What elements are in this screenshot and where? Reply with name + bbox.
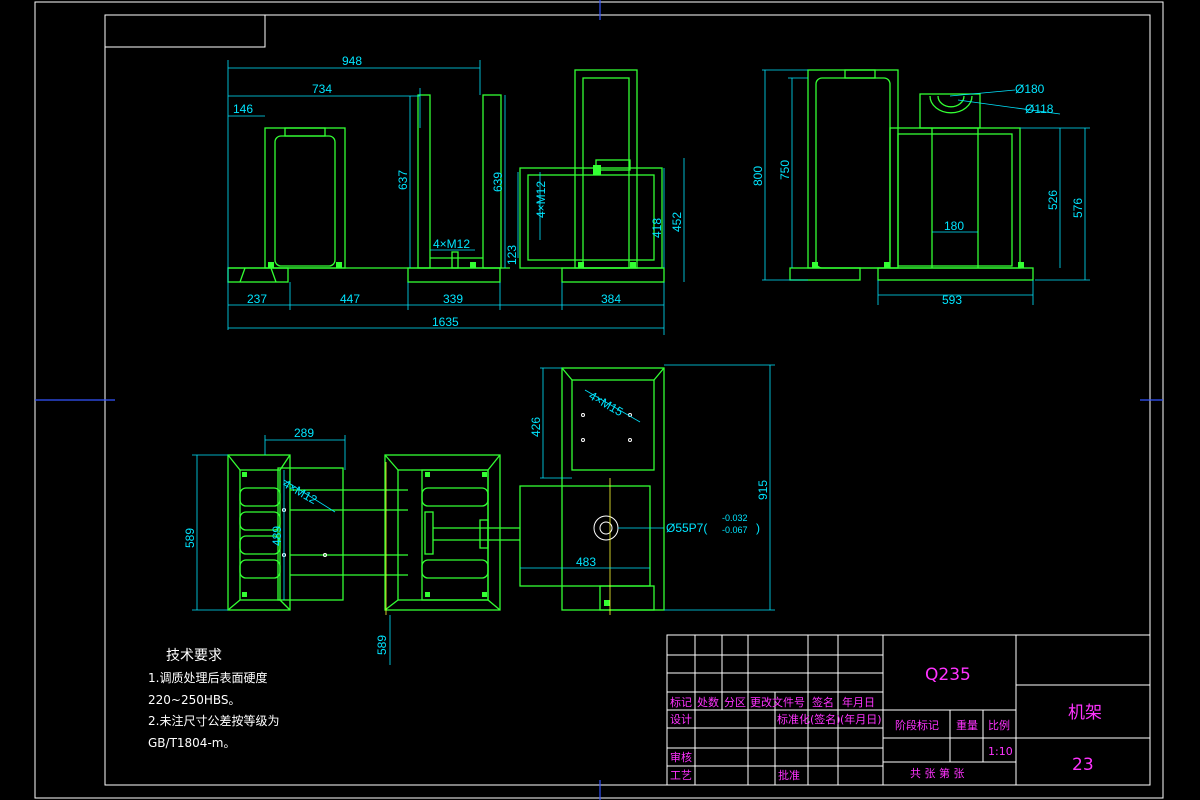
design-label: 设计: [670, 713, 692, 726]
dim-589-left: 589: [183, 528, 197, 548]
dim-4xm12-top: 4×M12: [281, 476, 320, 507]
dim-123: 123: [505, 245, 519, 265]
dim-447: 447: [340, 292, 360, 306]
review-label: 审核: [670, 750, 692, 764]
dim-dia-180: Ø180: [1015, 82, 1045, 96]
side-view: Ø180 Ø118 800 750 526 576 180 593: [751, 69, 1090, 307]
dim-750: 750: [778, 160, 792, 180]
dim-948: 948: [342, 54, 362, 68]
dim-tol-close: ): [756, 521, 760, 535]
hdr-zone: 分区: [724, 696, 746, 709]
dim-289: 289: [294, 426, 314, 440]
dim-589-bottom: 589: [375, 635, 389, 655]
standardize-label: 标准化: [777, 712, 810, 726]
dim-339: 339: [443, 292, 463, 306]
dim-384: 384: [601, 292, 621, 306]
dim-418: 418: [650, 218, 664, 238]
dim-4xm12-side: 4×M12: [534, 181, 548, 218]
sign-label: (签名): [810, 712, 841, 726]
dim-4xm12-front: 4×M12: [433, 237, 470, 251]
dim-483: 483: [576, 555, 596, 569]
tech-line-4: GB/T1804-m。: [148, 736, 235, 750]
hdr-change-doc: 更改文件号: [750, 695, 805, 709]
date-label: (年月日): [840, 712, 882, 726]
hdr-date: 年月日: [842, 695, 875, 709]
hdr-sign: 签名: [812, 695, 834, 709]
top-view: 426 4×M15 289 4×M12 589 489 915 Ø55P7( -…: [183, 364, 775, 665]
drawing-frame: [34, 0, 1164, 800]
dim-4xm15: 4×M15: [587, 388, 626, 419]
sheets-label: 共 张 第 张: [910, 766, 965, 780]
dim-734: 734: [312, 82, 332, 96]
dim-800: 800: [751, 166, 765, 186]
front-view: 948 734 146 637 639 4×M12 123 4×M12 418 …: [227, 54, 685, 335]
material-label: Q235: [925, 665, 971, 685]
scale-value: 1:10: [988, 745, 1013, 758]
dim-593: 593: [942, 293, 962, 307]
part-name: 机架: [1068, 703, 1102, 723]
process-label: 工艺: [670, 769, 692, 782]
dim-237: 237: [247, 292, 267, 306]
tech-line-2: 220~250HBS。: [148, 693, 241, 707]
scale-label: 比例: [988, 718, 1010, 732]
title-block: Q235 机架 23 标记 处数 分区 更改文件号 签名 年月日 设计 标准化 …: [666, 634, 1151, 786]
dim-452: 452: [670, 212, 684, 232]
dim-526: 526: [1046, 190, 1060, 210]
tech-requirements: 技术要求 1.调质处理后表面硬度 220~250HBS。 2.未注尺寸公差按等级…: [148, 648, 279, 750]
dim-1635: 1635: [432, 315, 459, 329]
dim-dia-55p7: Ø55P7(: [666, 521, 707, 535]
dim-637: 637: [396, 170, 410, 190]
hdr-mark: 标记: [670, 695, 692, 709]
dim-146: 146: [233, 102, 253, 116]
dim-dia-118: Ø118: [1025, 102, 1054, 116]
dim-576: 576: [1071, 198, 1085, 218]
dim-426: 426: [529, 417, 543, 437]
approve-label: 批准: [778, 768, 800, 782]
weight-label: 重量: [956, 718, 978, 732]
tech-line-1: 1.调质处理后表面硬度: [148, 670, 267, 685]
dim-915: 915: [756, 480, 770, 500]
dim-tol-upper: -0.032: [722, 513, 748, 523]
tech-title: 技术要求: [166, 648, 222, 664]
dim-tol-lower: -0.067: [722, 525, 748, 535]
drawing-number: 23: [1072, 755, 1094, 775]
hdr-count: 处数: [697, 696, 719, 709]
tech-line-3: 2.未注尺寸公差按等级为: [148, 713, 279, 728]
dim-489: 489: [270, 526, 284, 546]
dim-180: 180: [944, 219, 964, 233]
stage-mark-label: 阶段标记: [895, 718, 939, 732]
dim-639: 639: [491, 172, 505, 192]
